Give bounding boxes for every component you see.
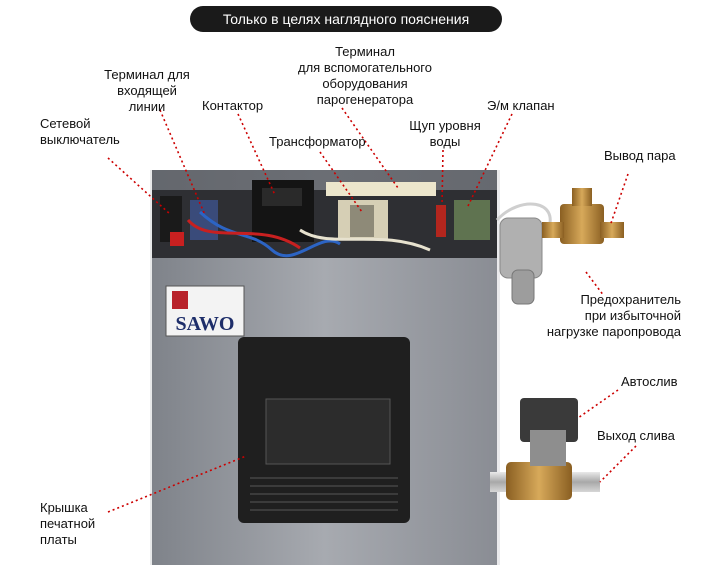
label-contactor: Контактор [202, 98, 264, 113]
transformer-core [350, 205, 374, 237]
leader-steam-outlet [609, 173, 629, 227]
leader-aux-terminal [341, 107, 399, 189]
drain-assembly [490, 398, 600, 500]
contactor-face [262, 188, 302, 206]
leader-safety-valve [585, 271, 605, 297]
pcb-cover [238, 337, 410, 523]
leader-power-switch [107, 157, 171, 215]
sawo-logo: SAWO [165, 285, 245, 337]
power-switch-indicator [170, 232, 184, 246]
label-aux-terminal: Терминал для вспомогательного оборудован… [298, 44, 432, 107]
leader-transformer [319, 151, 363, 213]
logo-text: SAWO [176, 313, 235, 335]
label-input-terminal: Терминал для входящей линии [104, 67, 190, 114]
wire-white [299, 228, 431, 252]
leader-auto-drain [577, 389, 619, 419]
cover-vents [250, 477, 398, 511]
level-probe-shape [436, 205, 446, 237]
leader-drain-outlet [599, 445, 637, 483]
label-power-switch: Сетевой выключатель [40, 116, 120, 147]
power-switch-shape [160, 196, 182, 242]
steam-pipe-assembly [495, 188, 624, 305]
label-drain-outlet: Выход слива [597, 428, 675, 443]
label-auto-drain: Автослив [621, 374, 678, 389]
label-safety-valve: Предохранитель при избыточной нагрузке п… [546, 292, 681, 339]
label-transformer: Трансформатор [269, 134, 366, 149]
leader-lines [107, 107, 637, 513]
label-solenoid-valve: Э/м клапан [487, 98, 555, 113]
leader-input-terminal [159, 109, 206, 216]
drain-valve [506, 462, 572, 500]
info-sticker [265, 398, 391, 465]
wire-red [186, 218, 301, 250]
wire-blue [198, 210, 341, 258]
leader-solenoid-valve [467, 113, 513, 207]
aux-terminal-shape [326, 182, 436, 196]
internal-components [160, 180, 490, 258]
label-pcb-cover: Крышка печатной платы [40, 500, 96, 547]
label-steam-outlet: Вывод пара [604, 148, 676, 163]
steam-outlet-valve [560, 204, 604, 244]
disclaimer-banner: Только в целях наглядного пояснения [190, 6, 502, 32]
solenoid-valve-shape [454, 200, 490, 240]
leader-level-probe [441, 149, 444, 206]
label-level-probe: Щуп уровня воды [409, 118, 481, 149]
input-terminal-shape [190, 200, 218, 240]
elbow-pipe [499, 217, 543, 279]
